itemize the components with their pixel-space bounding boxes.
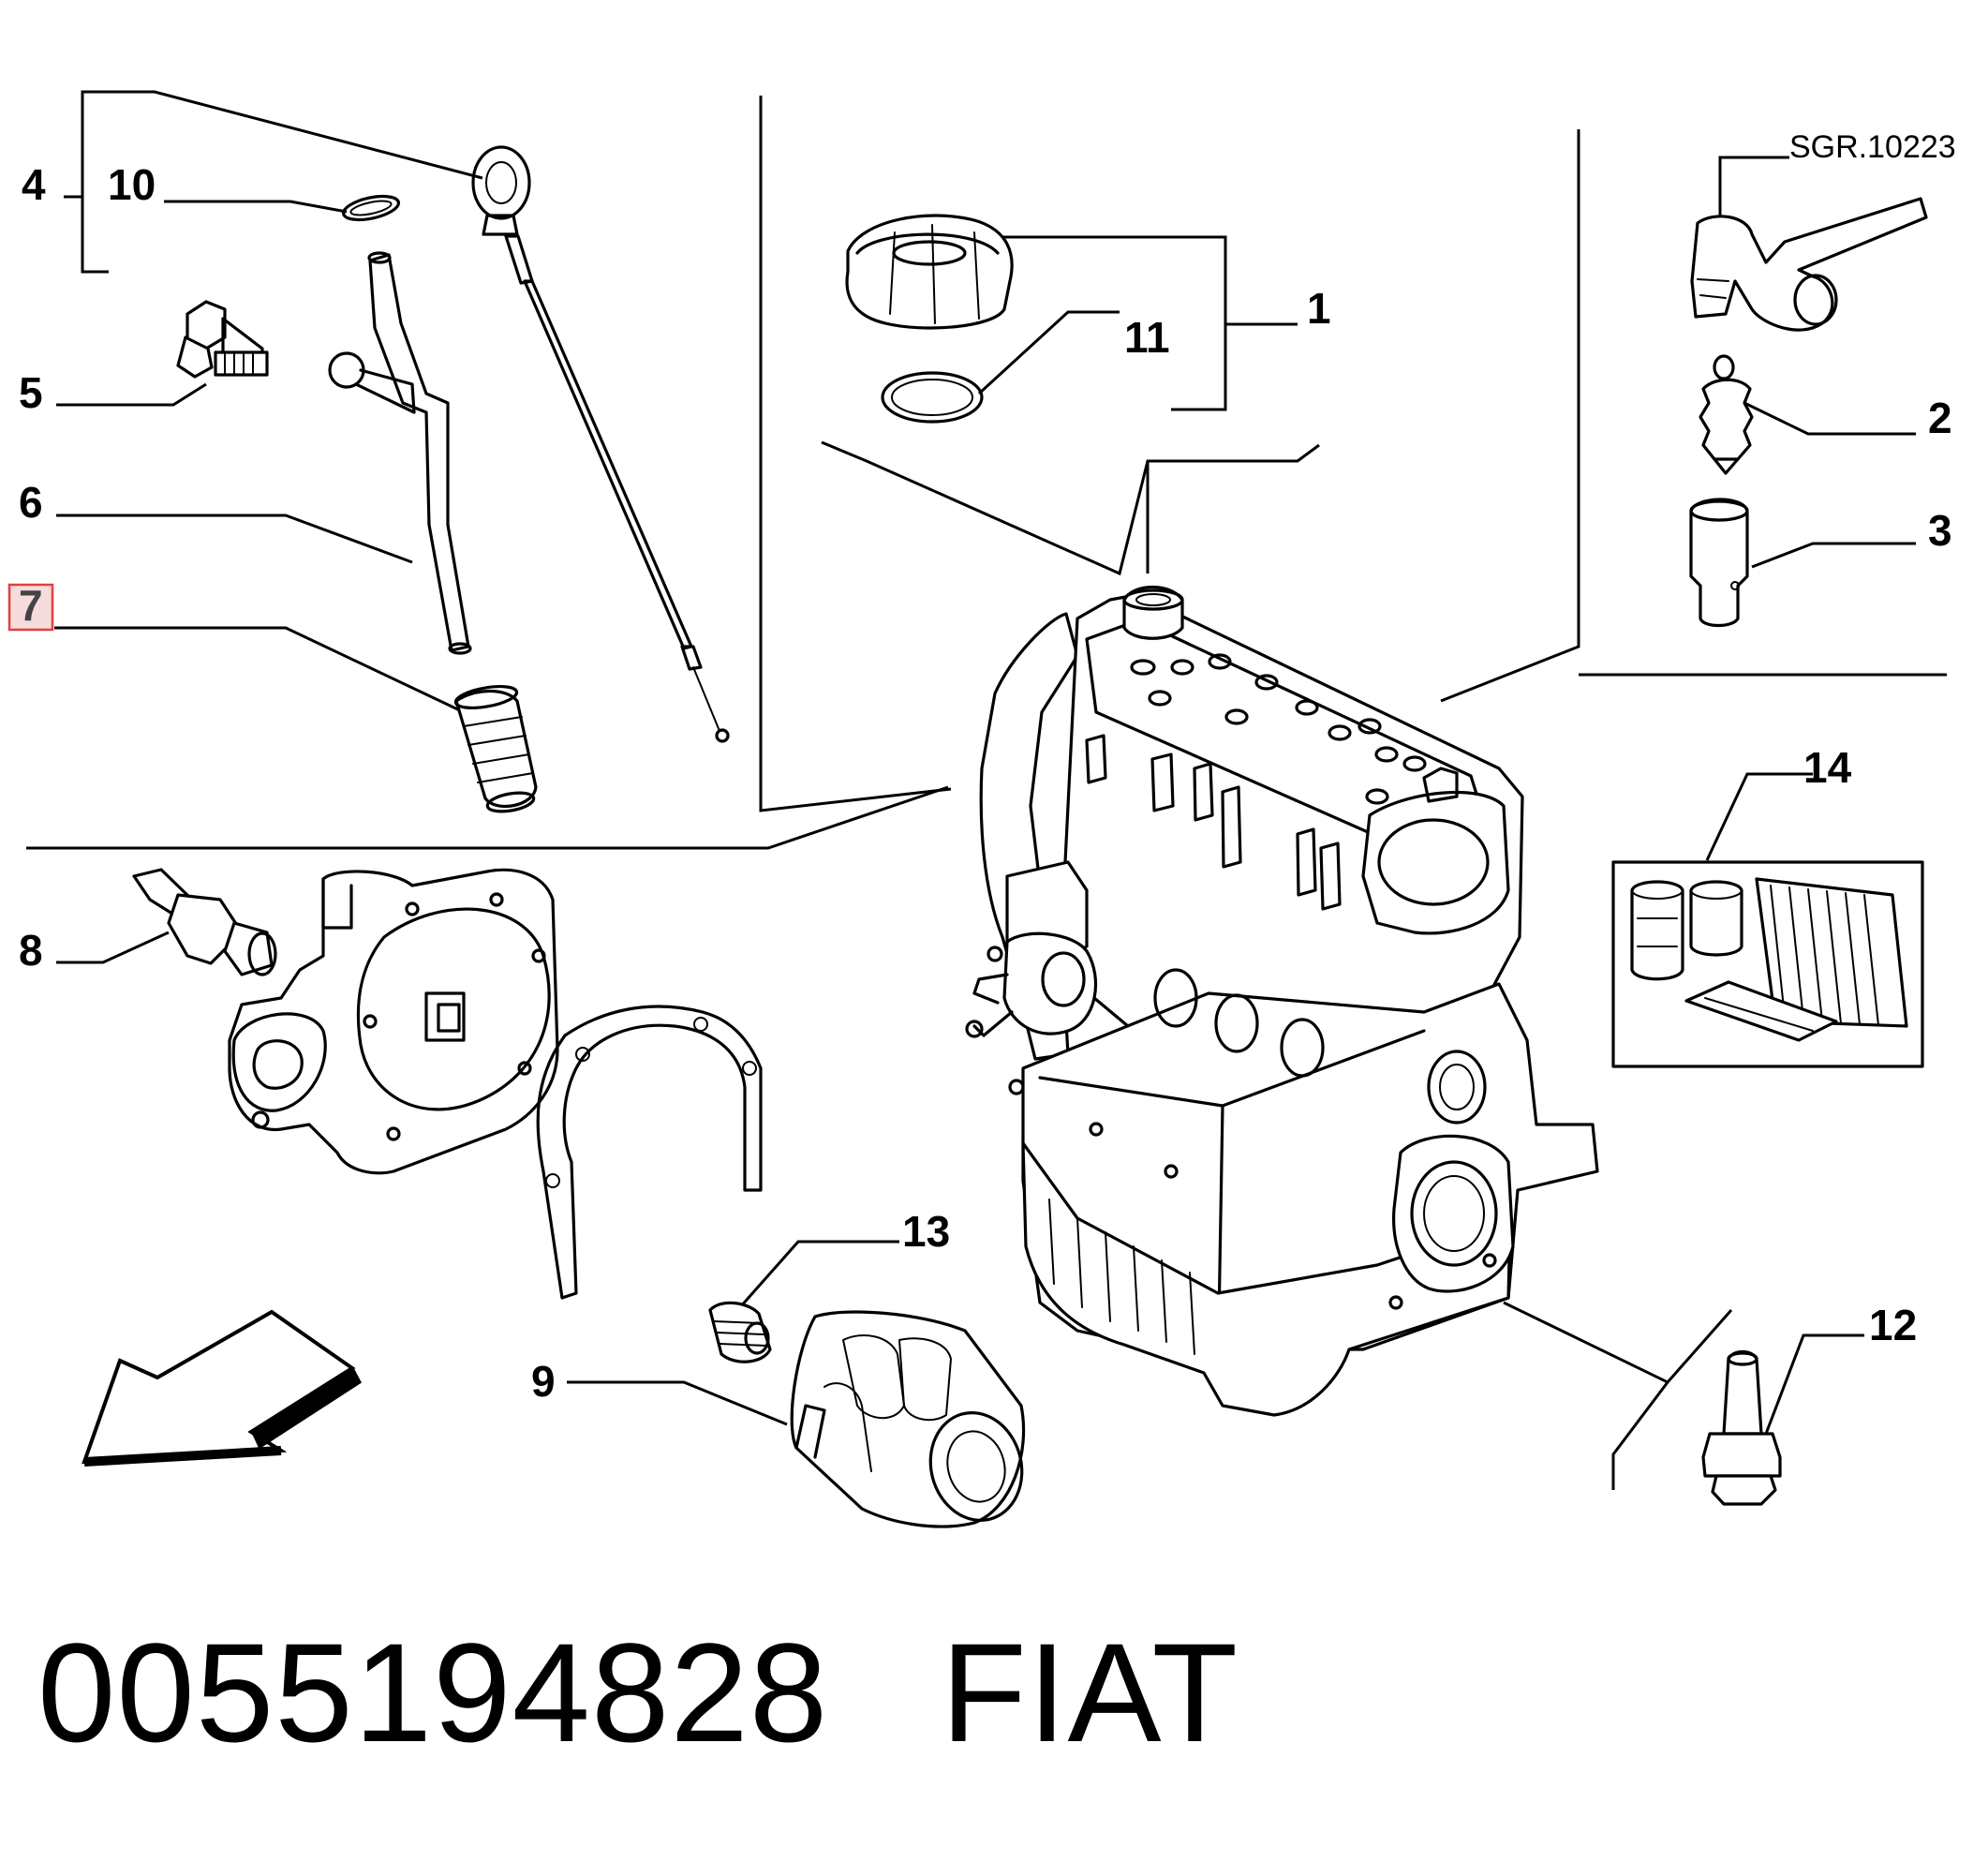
group-ref-sgr[interactable]: SGR.10223 <box>1789 129 1956 165</box>
gasket <box>536 1005 763 1300</box>
leader-3 <box>1751 542 1916 569</box>
leader-10 <box>164 200 348 214</box>
studs <box>1085 734 1342 911</box>
leader-4-dipstick <box>82 90 483 180</box>
part-4-dipstick <box>471 145 730 743</box>
callout-3[interactable]: 3 <box>1928 506 1952 555</box>
highlight-box <box>7 583 54 632</box>
part-1-cap <box>845 214 1014 330</box>
leader-2 <box>1743 401 1916 436</box>
leader-9 <box>567 1380 788 1426</box>
leader-7 <box>54 626 465 714</box>
section-line-a <box>759 96 952 812</box>
part-3-valve-body <box>1689 498 1749 628</box>
leader-12 <box>1764 1333 1864 1435</box>
leader-4 <box>81 90 109 274</box>
section-line-d <box>1440 129 1580 703</box>
callout-14[interactable]: 14 <box>1803 743 1852 792</box>
section-line-e <box>1503 1301 1733 1384</box>
part-14-filter-kit <box>1611 860 1924 1068</box>
part-13-plug <box>708 1301 772 1363</box>
part-9-oil-filter <box>790 1310 1026 1528</box>
section-line-c <box>821 440 1320 576</box>
pump-cover <box>228 868 559 1175</box>
callout-9[interactable]: 9 <box>531 1357 556 1406</box>
part-caption: 0055194828 FIAT <box>37 1612 1239 1774</box>
part-2-valve-spring <box>1699 354 1754 475</box>
leader-6 <box>56 514 413 564</box>
block-ports <box>1153 968 1487 1125</box>
part-8-sensor <box>132 868 277 976</box>
callout-13[interactable]: 13 <box>902 1207 950 1256</box>
leader-13 <box>738 1240 899 1308</box>
head-holes <box>1130 653 1427 805</box>
leader-sgr <box>1718 156 1789 217</box>
callout-7[interactable]: 7 <box>19 581 43 630</box>
callout-11[interactable]: 11 <box>1124 313 1170 362</box>
part-6-tube <box>328 251 472 655</box>
callout-12[interactable]: 12 <box>1869 1301 1917 1349</box>
part-11-seal <box>881 371 984 424</box>
callout-2[interactable]: 2 <box>1928 394 1952 442</box>
callout-6[interactable]: 6 <box>19 478 43 527</box>
callout-5[interactable]: 5 <box>19 368 43 417</box>
leader-8 <box>56 931 170 964</box>
leader-1 <box>1002 235 1227 411</box>
part-12-sender <box>1701 1349 1782 1506</box>
part-5-bolt <box>176 300 269 379</box>
engine-block <box>965 585 1599 1417</box>
callout-10[interactable]: 10 <box>108 160 156 209</box>
sgr-valve <box>1690 197 1928 332</box>
callout-8[interactable]: 8 <box>19 926 43 975</box>
brand-name: FIAT <box>941 1614 1239 1771</box>
callout-1[interactable]: 1 <box>1307 284 1331 333</box>
part-7-grommet <box>453 685 538 813</box>
direction-arrow-icon <box>82 1309 362 1467</box>
leader-14 <box>1705 772 1813 861</box>
callout-labels: 4 10 5 6 7 8 9 13 12 14 1 11 2 3 SGR.102… <box>7 129 1956 1406</box>
section-line-b <box>26 785 949 850</box>
leader-5 <box>56 382 207 407</box>
part-10-oring <box>341 194 401 222</box>
leader-11 <box>977 310 1120 395</box>
callout-4[interactable]: 4 <box>22 160 46 209</box>
leader-lines <box>26 90 1947 1490</box>
part-number: 0055194828 <box>37 1614 829 1771</box>
